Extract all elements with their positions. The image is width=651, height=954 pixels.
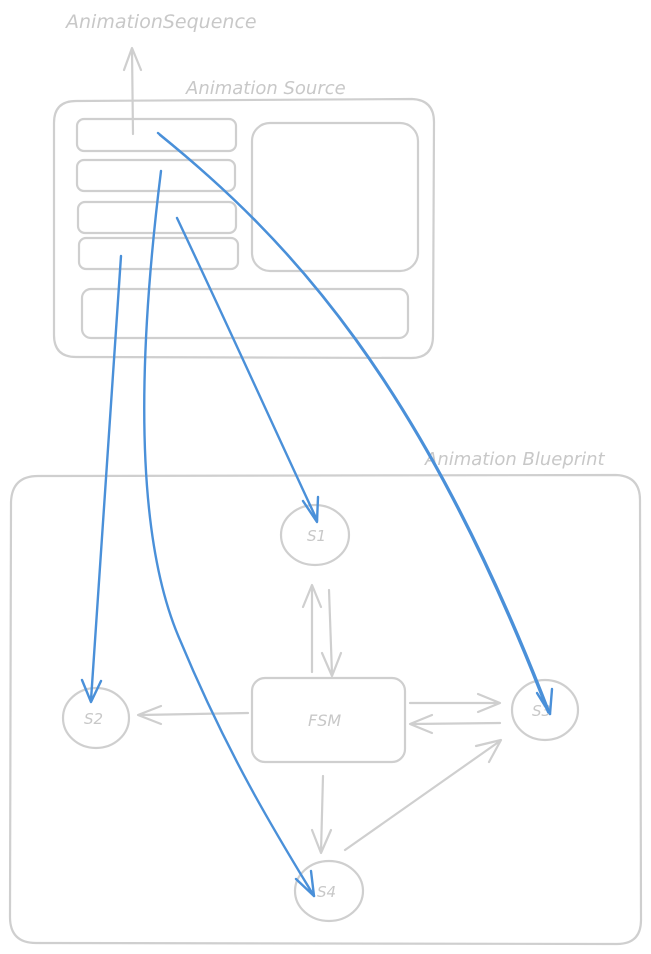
sequence-up-arrow xyxy=(122,46,143,136)
animation-sequence-label: AnimationSequence xyxy=(64,11,257,33)
source-row-2 xyxy=(75,158,237,193)
source-preview-panel xyxy=(250,121,420,273)
fsm-label: FSM xyxy=(308,711,341,730)
animation-blueprint-label: Animation Blueprint xyxy=(424,449,606,470)
animation-source-label: Animation Source xyxy=(185,78,346,99)
arrow-fsm-to-s2 xyxy=(136,704,250,726)
state-s4-label: S4 xyxy=(317,883,336,901)
state-s2-label: S2 xyxy=(84,710,103,728)
arrow-s1-to-fsm xyxy=(320,588,343,678)
arrow-s4-to-s3 xyxy=(343,738,503,852)
state-s3: S3 xyxy=(510,678,580,742)
animation-source-box xyxy=(52,97,436,360)
state-s1-label: S1 xyxy=(307,527,326,545)
connector-row2-to-s4 xyxy=(142,169,316,898)
arrow-s3-to-fsm xyxy=(408,713,502,735)
connector-row1-to-s3 xyxy=(156,131,554,716)
source-bottom-bar xyxy=(80,287,410,340)
state-s4: S4 xyxy=(293,859,365,923)
connector-row3-to-s1 xyxy=(175,216,320,524)
state-s2: S2 xyxy=(61,686,131,750)
arrow-fsm-to-s3 xyxy=(408,692,502,714)
arrow-fsm-to-s4 xyxy=(310,774,333,855)
source-row-4 xyxy=(77,236,240,271)
fsm-node: FSM xyxy=(250,676,407,764)
animation-blueprint-box xyxy=(8,473,643,946)
arrow-fsm-to-s1 xyxy=(301,583,323,674)
state-s1: S1 xyxy=(279,503,351,567)
source-row-1 xyxy=(75,117,238,153)
connector-row4-to-s2 xyxy=(80,254,123,704)
